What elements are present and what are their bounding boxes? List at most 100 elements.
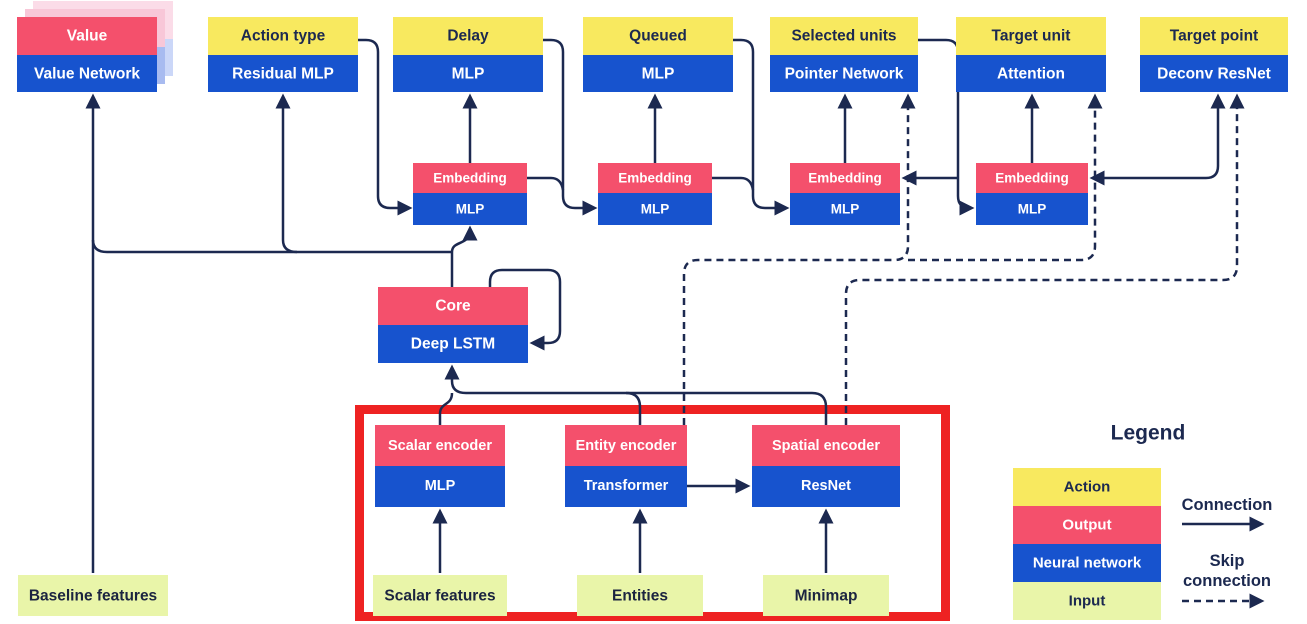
connections-solid xyxy=(85,38,1226,573)
encoders-highlight-box xyxy=(355,405,950,621)
skip-spatial-to-deconv-resnet xyxy=(844,93,1245,425)
conn-actiontype-to-embedding1 xyxy=(358,38,413,216)
embedding4-mlp-label: MLP xyxy=(1018,202,1047,217)
scalar-features-label: Scalar features xyxy=(384,588,495,605)
scalar-mlp-label: MLP xyxy=(425,478,456,494)
transformer-label: Transformer xyxy=(584,478,669,494)
legend-network-swatch xyxy=(1013,544,1161,582)
core-rect xyxy=(378,287,528,325)
queued-label: Queued xyxy=(629,28,687,45)
conn-lstm-recurrent-loop xyxy=(488,268,562,351)
spatial-encoder-rect xyxy=(752,425,900,466)
legend-connection-label: Connection xyxy=(1182,496,1273,514)
delay-mlp-label: MLP xyxy=(452,66,485,83)
node-value: Value Value Network xyxy=(17,17,157,92)
resnet-rect xyxy=(752,466,900,507)
embedding3-label: Embedding xyxy=(808,171,882,186)
embedding2-mlp-rect xyxy=(598,193,712,225)
resnet-label: ResNet xyxy=(801,478,851,494)
embedding2-label: Embedding xyxy=(618,171,692,186)
embedding3-rect xyxy=(790,163,900,193)
target-unit-label: Target unit xyxy=(992,28,1071,45)
node-baseline-features: Baseline features xyxy=(18,575,168,616)
legend-output-swatch xyxy=(1013,506,1161,544)
node-selected-units: Selected units Pointer Network xyxy=(770,17,918,92)
entity-encoder-rect xyxy=(565,425,687,466)
deconv-resnet-rect xyxy=(1140,55,1288,92)
conn-delay-to-embedding2 xyxy=(543,38,598,216)
node-action-type: Action type Residual MLP xyxy=(208,17,358,92)
legend-title: Legend xyxy=(1111,422,1186,445)
embedding4-rect xyxy=(976,163,1088,193)
conn-scalar-encoder-up xyxy=(438,392,454,425)
deep-lstm-rect xyxy=(378,325,528,363)
action-type-label: Action type xyxy=(241,28,326,45)
node-target-unit: Target unit Attention xyxy=(956,17,1106,92)
legend-action-swatch xyxy=(1013,468,1161,506)
embedding2-mlp-label: MLP xyxy=(641,202,670,217)
skip-entity-to-attention xyxy=(908,93,1103,262)
node-entities: Entities xyxy=(577,575,703,616)
residual-mlp-label: Residual MLP xyxy=(232,66,334,83)
embedding3-mlp-label: MLP xyxy=(831,202,860,217)
transformer-rect xyxy=(565,466,687,507)
node-spatial-encoder: Spatial encoder ResNet xyxy=(752,425,900,507)
spatial-encoder-label: Spatial encoder xyxy=(772,438,880,454)
value-network-label: Value Network xyxy=(34,66,140,83)
value-output-rect xyxy=(17,17,157,55)
conn-entity-encoder-merge xyxy=(625,391,642,425)
entity-encoder-label: Entity encoder xyxy=(576,438,677,454)
embedding3-mlp-rect xyxy=(790,193,900,225)
residual-mlp-rect xyxy=(208,55,358,92)
node-embedding4: Embedding MLP xyxy=(976,163,1088,225)
node-embedding3: Embedding MLP xyxy=(790,163,900,225)
pointer-network-label: Pointer Network xyxy=(785,66,904,83)
selected-units-rect xyxy=(770,17,918,55)
embedding1-label: Embedding xyxy=(433,171,507,186)
conn-branch-to-residual-mlp xyxy=(275,93,298,254)
delay-label: Delay xyxy=(447,28,489,45)
conn-embedding4-to-deconv-resnet xyxy=(1089,93,1226,186)
legend-input-swatch xyxy=(1013,582,1161,620)
action-type-rect xyxy=(208,17,358,55)
core-label: Core xyxy=(435,298,471,315)
legend: Legend Action Output Neural network Inpu… xyxy=(1013,422,1273,620)
conn-queued-to-embedding3 xyxy=(733,38,790,216)
target-point-label: Target point xyxy=(1170,28,1258,45)
conn-embedding1-out-merge xyxy=(527,176,565,191)
attention-label: Attention xyxy=(997,66,1065,83)
value-label: Value xyxy=(67,28,108,45)
legend-skip-label-line1: Skip xyxy=(1210,552,1245,570)
deconv-resnet-label: Deconv ResNet xyxy=(1157,66,1271,83)
deep-lstm-label: Deep LSTM xyxy=(411,336,495,353)
baseline-features-rect xyxy=(18,575,168,616)
delay-rect xyxy=(393,17,543,55)
embedding1-rect xyxy=(413,163,527,193)
target-unit-rect xyxy=(956,17,1106,55)
queued-mlp-label: MLP xyxy=(642,66,675,83)
legend-output-label: Output xyxy=(1062,517,1111,534)
node-target-point: Target point Deconv ResNet xyxy=(1140,17,1288,92)
embedding4-mlp-rect xyxy=(976,193,1088,225)
scalar-features-rect xyxy=(373,575,507,616)
node-minimap: Minimap xyxy=(763,575,889,616)
legend-input-label: Input xyxy=(1069,593,1106,610)
node-core: Core Deep LSTM xyxy=(378,287,528,363)
minimap-rect xyxy=(763,575,889,616)
attention-rect xyxy=(956,55,1106,92)
conn-embedding2-out-merge xyxy=(712,176,755,191)
minimap-label: Minimap xyxy=(795,588,858,605)
embedding1-mlp-label: MLP xyxy=(456,202,485,217)
entities-rect xyxy=(577,575,703,616)
node-scalar-encoder: Scalar encoder MLP xyxy=(375,425,505,507)
node-delay: Delay MLP xyxy=(393,17,543,92)
conn-encoders-to-lstm xyxy=(444,364,828,425)
embedding2-rect xyxy=(598,163,712,193)
pointer-network-rect xyxy=(770,55,918,92)
conn-core-to-left-horizontal xyxy=(91,239,452,254)
selected-units-label: Selected units xyxy=(791,28,896,45)
node-embedding1: Embedding MLP xyxy=(413,163,527,225)
baseline-features-label: Baseline features xyxy=(29,588,157,605)
entities-label: Entities xyxy=(612,588,668,605)
